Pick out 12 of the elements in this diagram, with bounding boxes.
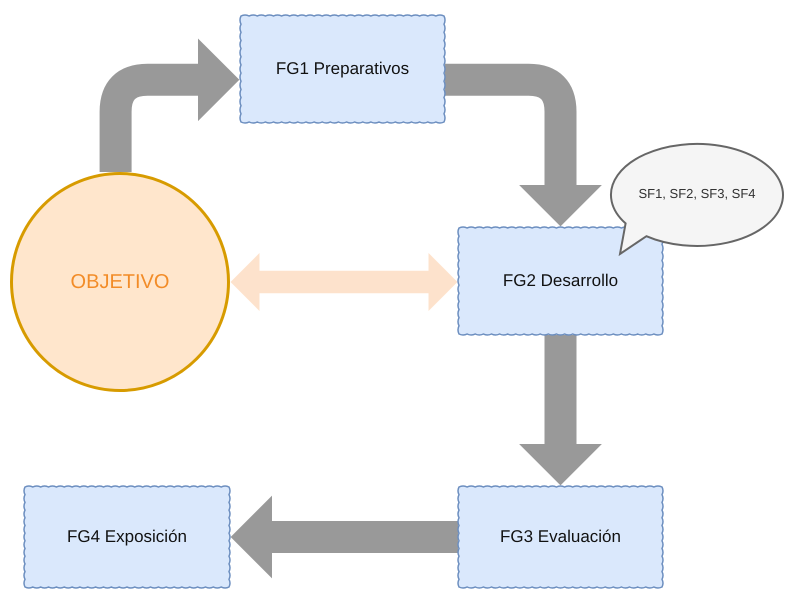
node-label: FG1 Preparativos — [276, 59, 410, 79]
goal-circle — [10, 172, 230, 392]
phase-box — [458, 486, 663, 588]
phase-box — [240, 15, 445, 123]
phase-box — [458, 227, 663, 335]
node-label: FG3 Evaluación — [500, 527, 621, 547]
speech-bubble — [609, 142, 785, 256]
phase-box — [24, 486, 230, 588]
node-label: OBJETIVO — [70, 270, 170, 294]
node-label: SF1, SF2, SF3, SF4 — [638, 186, 756, 200]
node-label: FG4 Exposición — [67, 527, 187, 547]
node-label: FG2 Desarrollo — [502, 271, 618, 291]
